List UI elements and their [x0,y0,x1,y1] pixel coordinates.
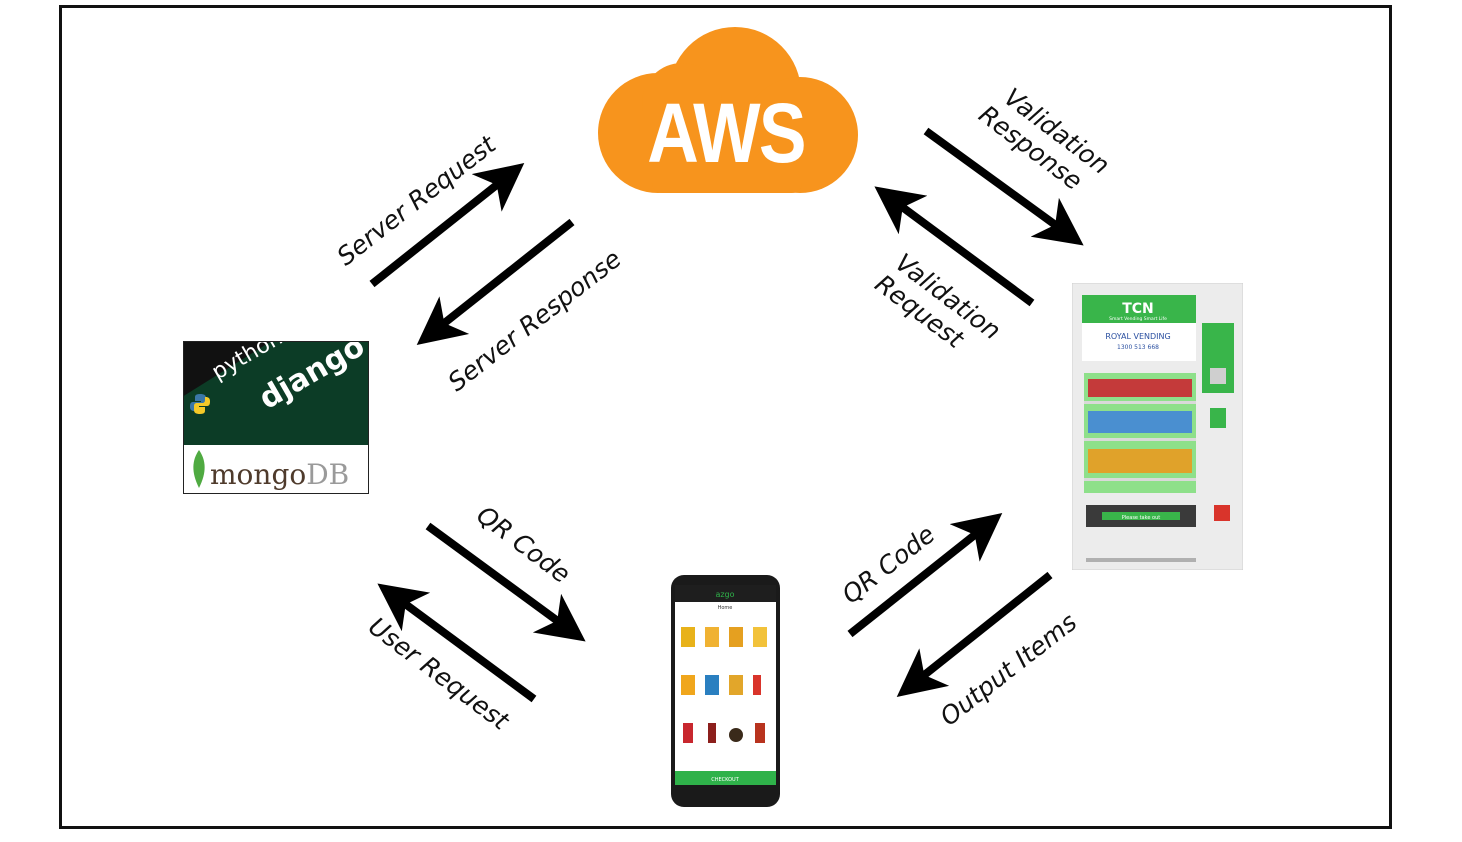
aws-label: AWS [647,86,806,180]
backend-stack-logo: python django mongoDB [183,341,369,494]
aws-cloud-node: AWS [590,25,862,195]
phone-app-name: azgo [715,590,734,599]
arrow-server-request [369,163,525,288]
arrow-user-request [377,583,537,703]
arrow-qr-code-right [847,513,1003,638]
phone-screen-title: Home [718,605,733,611]
arrow-validation-response [923,127,1084,246]
vending-machine-icon: TCN Smart Vending Smart Life ROYAL VENDI… [1071,282,1244,571]
arrow-qr-code-left [425,522,586,642]
vending-tagline: Smart Vending Smart Life [1109,316,1167,322]
mongodb-leaf-icon [193,450,205,488]
vending-machine-node: TCN Smart Vending Smart Life ROYAL VENDI… [1071,282,1244,571]
mongodb-text: mongoDB [210,458,349,491]
mongo-word: mongo [210,458,307,491]
python-logo-icon [190,394,210,414]
smartphone-icon: azgo Home CHECKOUT [671,575,780,807]
smartphone-node: azgo Home CHECKOUT [671,575,780,807]
cloud-icon [598,27,858,193]
vending-pickup-label: Please take out [1122,515,1160,521]
arrow-server-response [416,218,575,345]
db-word: DB [306,458,350,491]
vending-shelves [1084,379,1196,481]
arrow-validation-request [874,186,1035,307]
python-django-banner: python django [184,342,368,445]
vending-company: ROYAL VENDING [1105,332,1170,341]
arrow-output-items [896,571,1053,697]
phone-product-grid [681,627,767,743]
phone-checkout-button: CHECKOUT [711,777,740,783]
vending-brand: TCN [1122,301,1154,317]
vending-phone: 1300 513 668 [1117,344,1159,351]
